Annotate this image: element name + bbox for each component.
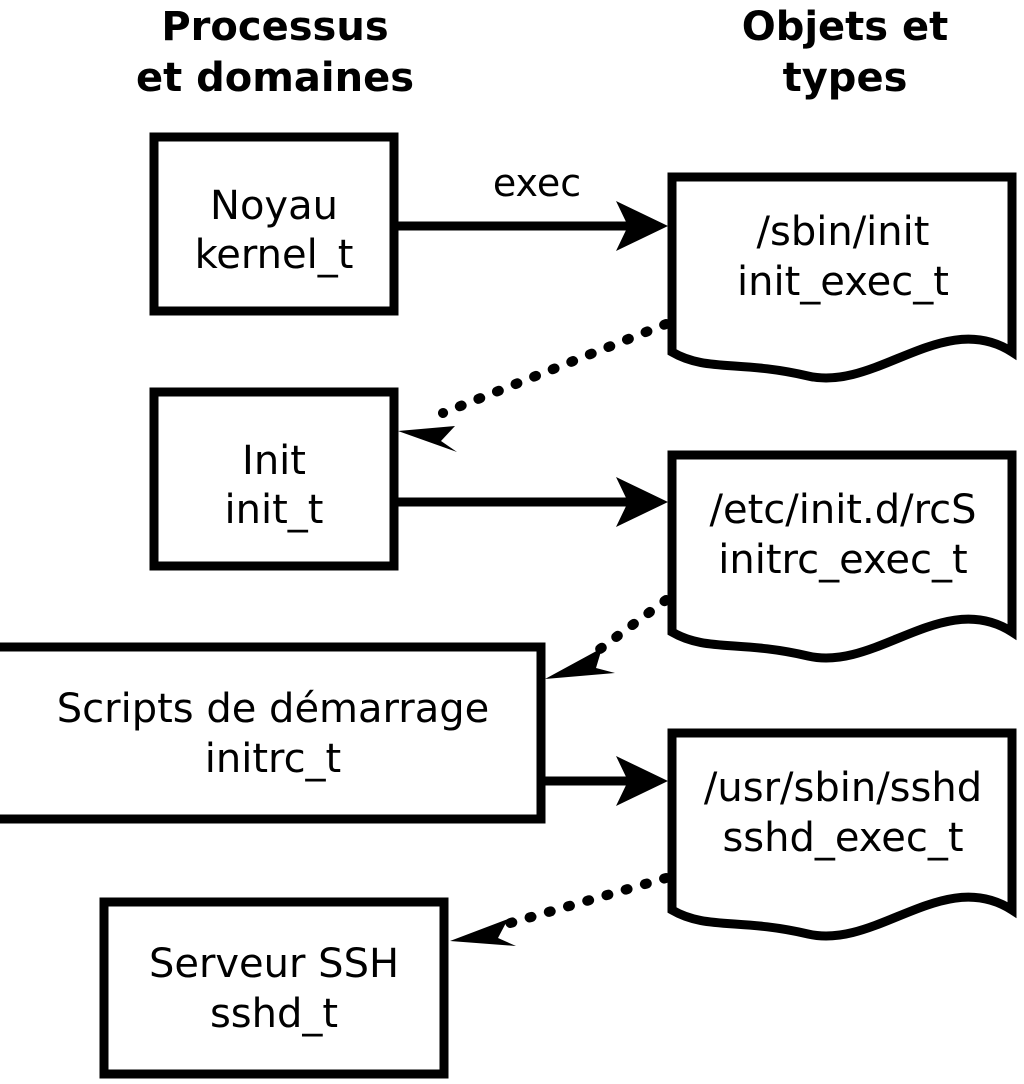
column-title-right: Objets et types (742, 4, 949, 101)
node-sshd-exec-line1: /usr/sbin/sshd (704, 765, 982, 811)
column-title-left-line2: et domaines (136, 55, 414, 101)
column-title-left-line1: Processus (161, 4, 388, 50)
edge-sshd-exec-to-sshd (450, 873, 671, 946)
edge-init-to-initrc-exec-arrowhead (616, 477, 668, 527)
node-sshd-line1: Serveur SSH (149, 941, 399, 987)
node-sshd-exec[interactable]: /usr/sbin/sshd sshd_exec_t (667, 728, 1017, 941)
node-init-line1: Init (242, 438, 306, 484)
node-sshd-line2: sshd_t (210, 991, 338, 1037)
node-initrc-line1: Scripts de démarrage (57, 686, 489, 732)
edge-initrc-to-sshd-exec-arrowhead (616, 756, 668, 806)
node-init-exec-line1: /sbin/init (757, 209, 930, 255)
node-kernel-box[interactable] (149, 132, 399, 316)
edge-kernel-to-init-exec: exec (398, 161, 668, 251)
column-title-right-line1: Objets et (742, 4, 949, 50)
edge-sshd-exec-to-sshd-line (495, 873, 671, 931)
edge-initrc-exec-to-initrc-arrowhead (545, 648, 615, 679)
edge-init-exec-to-init (398, 319, 671, 452)
edge-initrc-exec-to-initrc-line (587, 595, 671, 660)
node-init[interactable]: Init init_t (149, 387, 399, 571)
node-sshd[interactable]: Serveur SSH sshd_t (99, 897, 449, 1079)
column-title-right-line2: types (783, 55, 908, 101)
node-kernel-line1: Noyau (210, 183, 338, 229)
node-init-exec-document-shape[interactable] (667, 172, 1017, 383)
node-initrc-exec[interactable]: /etc/init.d/rcS initrc_exec_t (667, 450, 1017, 663)
node-initrc-line2: initrc_t (205, 736, 342, 782)
node-init-exec[interactable]: /sbin/init init_exec_t (667, 172, 1017, 383)
node-initrc[interactable]: Scripts de démarrage initrc_t (0, 642, 546, 824)
edge-sshd-exec-to-sshd-arrowhead (450, 919, 516, 946)
node-init-exec-line2: init_exec_t (737, 259, 949, 305)
node-initrc-exec-line1: /etc/init.d/rcS (709, 487, 976, 533)
node-initrc-exec-line2: initrc_exec_t (718, 537, 967, 583)
node-init-box[interactable] (149, 387, 399, 571)
edge-init-to-initrc-exec (398, 477, 668, 527)
edge-init-exec-to-init-line (438, 319, 671, 418)
node-kernel-line2: kernel_t (195, 232, 354, 278)
node-init-line2: init_t (225, 487, 324, 533)
node-sshd-exec-document-shape[interactable] (667, 728, 1017, 941)
edge-kernel-to-init-exec-arrowhead (616, 201, 668, 251)
node-kernel[interactable]: Noyau kernel_t (149, 132, 399, 316)
edge-label-exec: exec (493, 161, 581, 205)
node-initrc-box[interactable] (0, 642, 546, 824)
edge-initrc-to-sshd-exec (545, 756, 668, 806)
edge-initrc-exec-to-initrc (545, 595, 671, 679)
column-title-left: Processus et domaines (136, 4, 414, 101)
edge-init-exec-to-init-arrowhead (398, 426, 457, 452)
node-sshd-exec-line2: sshd_exec_t (722, 815, 963, 861)
node-sshd-box[interactable] (99, 897, 449, 1079)
node-initrc-exec-document-shape[interactable] (667, 450, 1017, 663)
